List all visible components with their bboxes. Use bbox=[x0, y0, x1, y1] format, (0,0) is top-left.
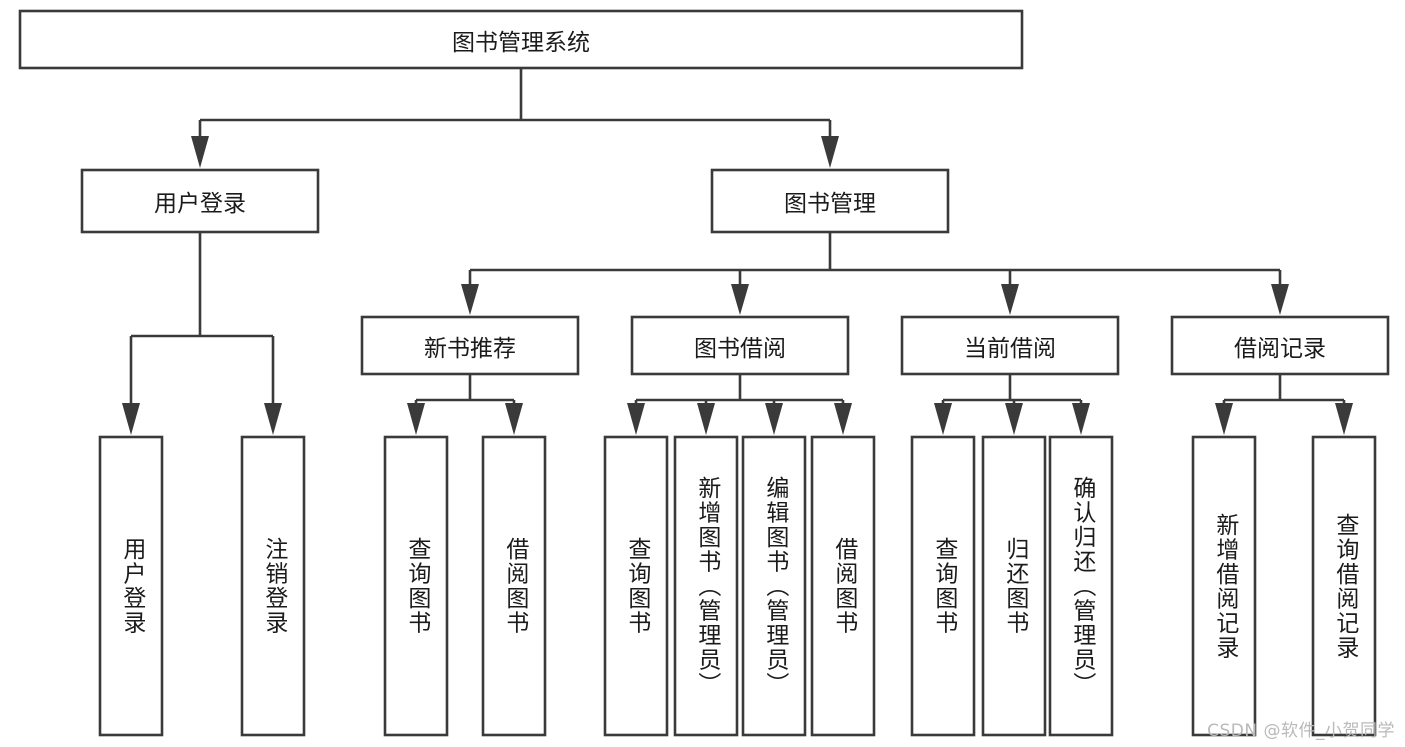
node-box-leaf-logout[interactable] bbox=[240, 435, 306, 737]
arrowhead-to-leaf-return-book bbox=[1005, 403, 1023, 435]
node-box-leaf-borrow-book[interactable] bbox=[810, 435, 876, 737]
arrowhead-to-leaf-borrow-book bbox=[834, 403, 852, 435]
node-box-leaf-add-record[interactable] bbox=[1191, 435, 1257, 737]
node-box-new-book-recommend[interactable] bbox=[360, 315, 580, 376]
node-box-leaf-query-book-borrow[interactable] bbox=[603, 435, 669, 737]
arrowhead-to-leaf-edit-book bbox=[765, 403, 783, 435]
arrowhead-to-leaf-query-book-borrow bbox=[627, 403, 645, 435]
arrowhead-to-book-manage bbox=[821, 136, 839, 168]
arrowhead-to-book-borrow bbox=[731, 284, 749, 315]
node-box-leaf-return-book[interactable] bbox=[981, 435, 1047, 737]
node-box-user-login[interactable] bbox=[80, 168, 320, 234]
arrowhead-to-leaf-query-book-cur bbox=[934, 403, 952, 435]
node-box-current-borrow[interactable] bbox=[900, 315, 1120, 376]
node-box-leaf-query-book-cur[interactable] bbox=[910, 435, 976, 737]
node-box-leaf-user-login[interactable] bbox=[98, 435, 164, 737]
arrowhead-to-leaf-logout bbox=[264, 403, 282, 435]
node-box-leaf-add-book[interactable] bbox=[673, 435, 739, 737]
node-box-leaf-query-record[interactable] bbox=[1311, 435, 1377, 737]
arrowhead-to-user-login bbox=[191, 136, 209, 168]
node-box-leaf-borrow-book-rec[interactable] bbox=[481, 435, 547, 737]
arrowhead-to-leaf-user-login bbox=[122, 403, 140, 435]
node-box-leaf-confirm-return[interactable] bbox=[1048, 435, 1114, 737]
node-box-book-manage[interactable] bbox=[710, 168, 950, 234]
arrowhead-to-leaf-query-record bbox=[1335, 403, 1353, 435]
arrow-heads bbox=[122, 136, 1353, 435]
arrowhead-to-leaf-add-record bbox=[1215, 403, 1233, 435]
arrowhead-to-leaf-query-book-rec bbox=[407, 403, 425, 435]
arrowhead-to-new-book-recommend bbox=[461, 284, 479, 315]
node-boxes bbox=[18, 9, 1390, 737]
node-box-borrow-record[interactable] bbox=[1170, 315, 1390, 376]
watermark-text: CSDN @软件_小贺同学 bbox=[1207, 721, 1395, 741]
arrowhead-to-leaf-confirm-return bbox=[1072, 403, 1090, 435]
node-box-root[interactable] bbox=[18, 9, 1024, 70]
arrowhead-to-current-borrow bbox=[1001, 284, 1019, 315]
node-box-book-borrow[interactable] bbox=[630, 315, 850, 376]
arrowhead-to-leaf-borrow-book-rec bbox=[505, 403, 523, 435]
arrowhead-to-leaf-add-book bbox=[697, 403, 715, 435]
node-box-leaf-query-book-rec[interactable] bbox=[383, 435, 449, 737]
arrowhead-to-borrow-record bbox=[1271, 284, 1289, 315]
node-box-leaf-edit-book[interactable] bbox=[741, 435, 807, 737]
